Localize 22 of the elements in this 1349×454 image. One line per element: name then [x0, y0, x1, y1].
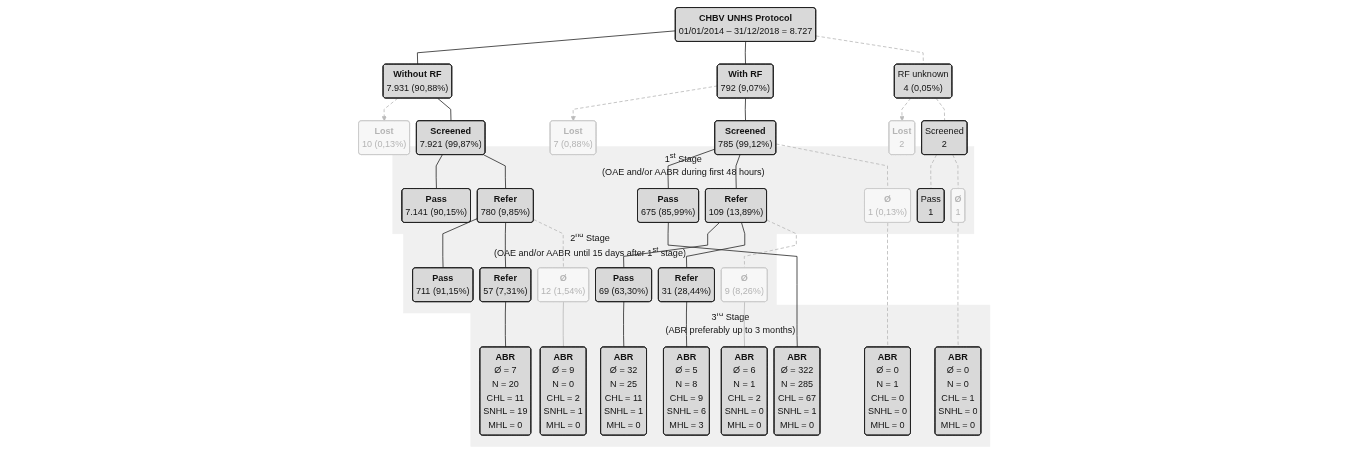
connector	[952, 154, 959, 190]
connector	[436, 154, 443, 190]
connector	[744, 301, 746, 348]
connector	[417, 30, 677, 65]
connector	[483, 154, 507, 190]
connector	[623, 301, 625, 348]
connector	[442, 218, 479, 269]
connector	[667, 148, 716, 190]
connector	[437, 97, 452, 122]
connector	[533, 219, 565, 269]
connector	[505, 222, 507, 269]
connector	[735, 154, 741, 190]
connector	[745, 41, 747, 65]
connector	[686, 222, 746, 269]
connector	[623, 222, 720, 269]
connector	[935, 97, 946, 122]
connector	[505, 301, 507, 348]
connector	[686, 301, 688, 348]
connector	[745, 97, 747, 122]
connector	[887, 222, 889, 348]
connector	[957, 222, 959, 348]
connector	[563, 301, 565, 348]
